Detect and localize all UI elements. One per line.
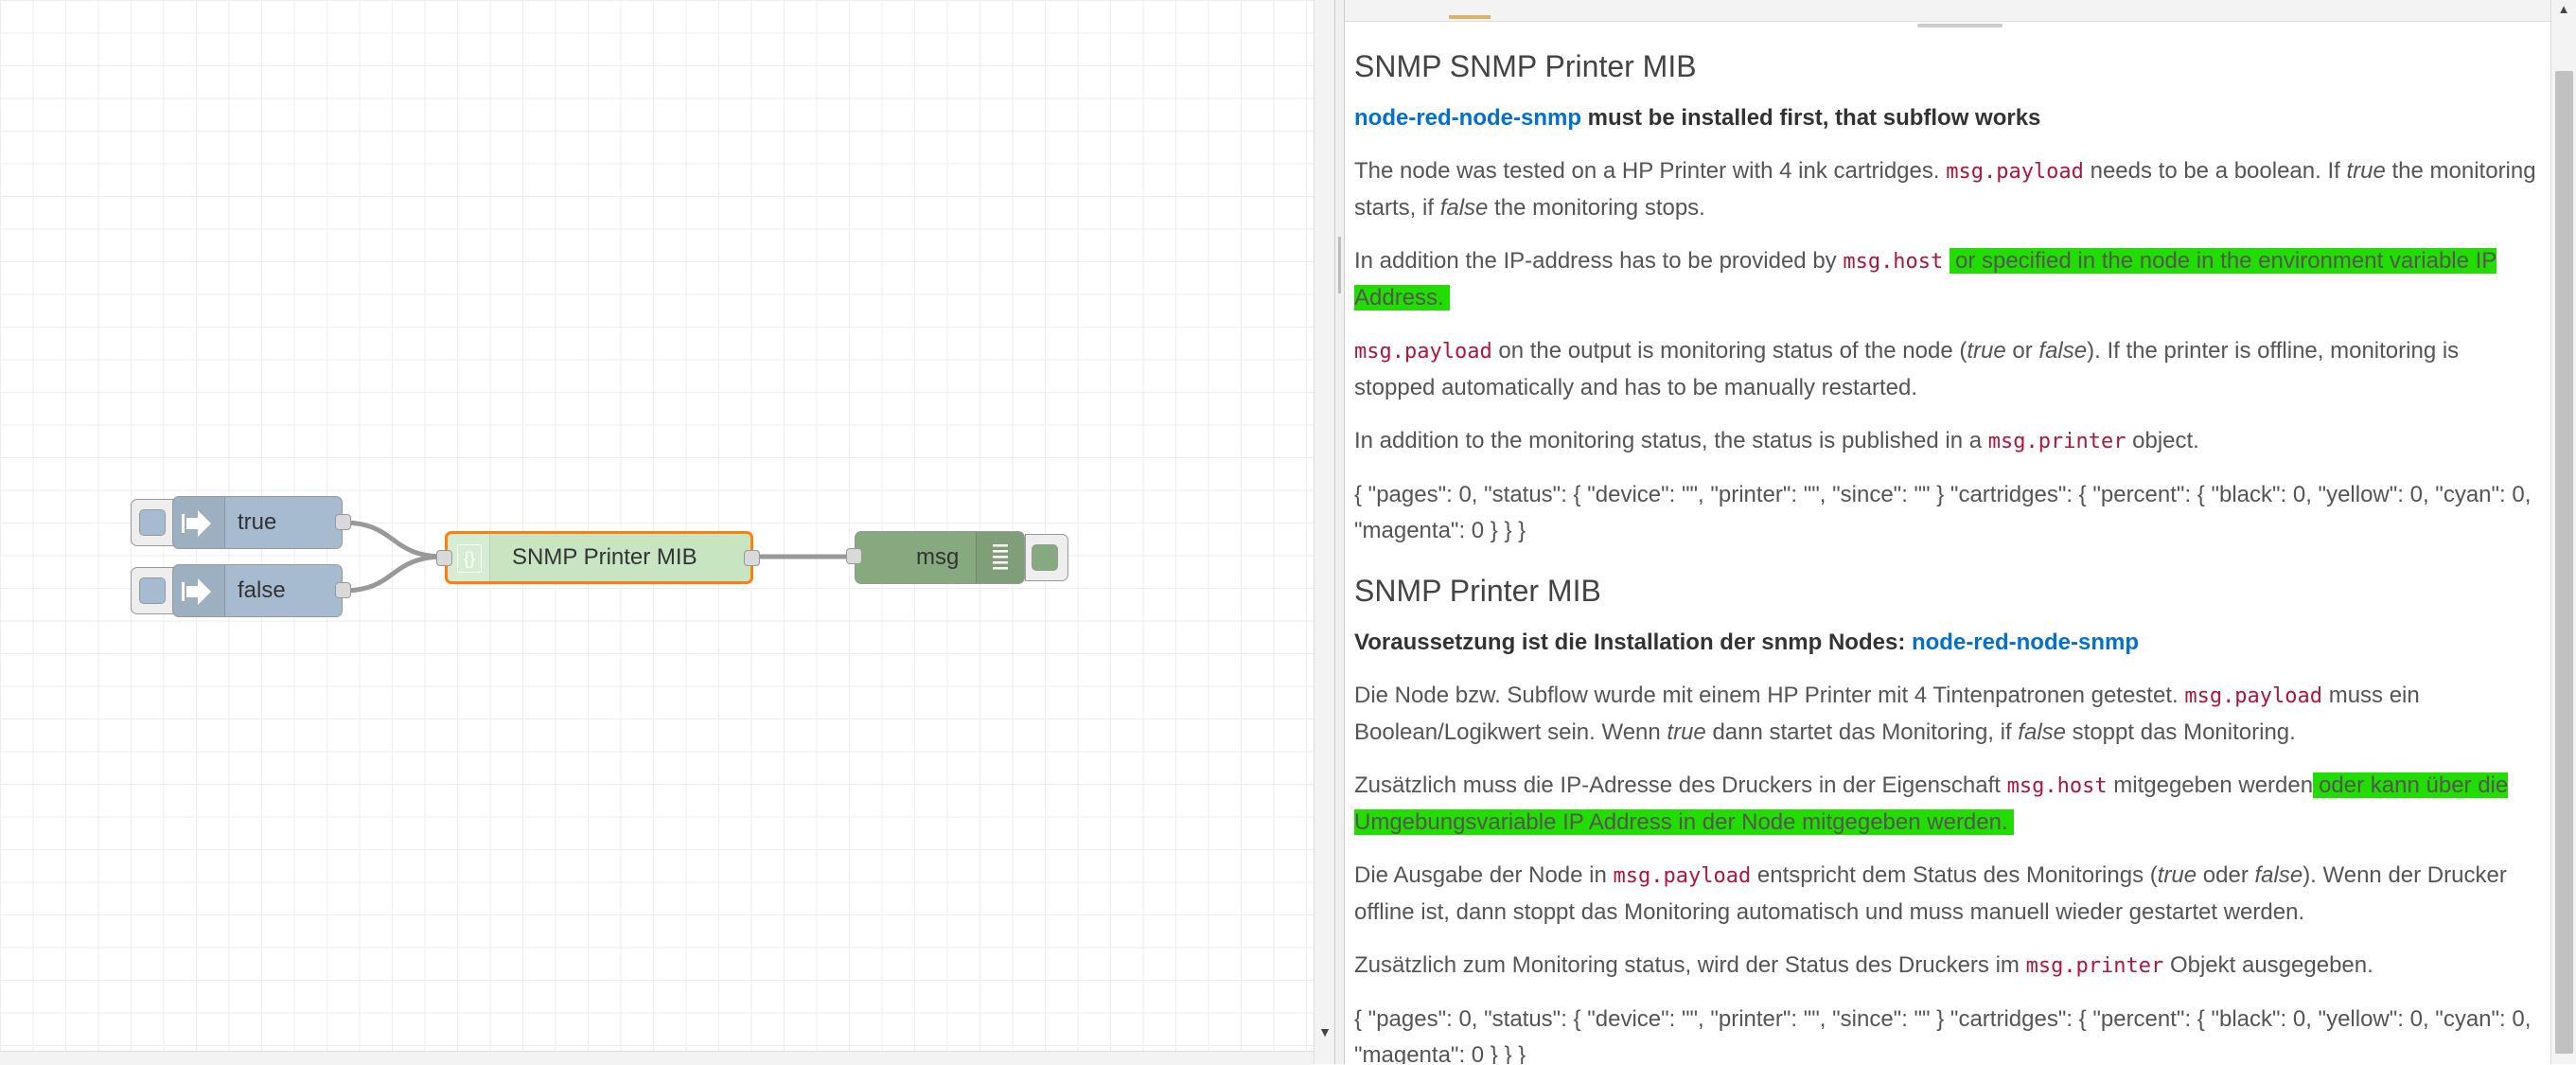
sidebar: SNMP SNMP Printer MIB node-red-node-snmp… [1344,0,2551,1064]
wires [342,520,855,594]
help-paragraph: The node was tested on a HP Printer with… [1354,158,2536,221]
help-title-en: SNMP SNMP Printer MIB [1354,49,1697,83]
sidebar-resize-grip[interactable] [1917,24,2003,27]
prereq-link-de[interactable]: node-red-node-snmp [1911,630,2139,655]
code: msg.host [2006,774,2108,798]
list-icon [976,532,1024,583]
inject-button-square[interactable] [139,509,166,536]
inject-button-square[interactable] [139,577,166,604]
inject-node-true[interactable]: true [172,496,351,549]
output-port[interactable] [335,514,351,530]
code: msg.payload [1613,864,1752,888]
workspace-horizontal-scrollbar[interactable] [0,1051,1314,1065]
output-port[interactable] [335,582,351,598]
help-title-de: SNMP Printer MIB [1354,574,1601,608]
arrow-in-icon [173,497,225,548]
arrow-in-icon [173,565,225,616]
help-json-example: { "pages": 0, "status": { "device": "", … [1354,482,2532,543]
splitter-grip[interactable] [1338,237,1341,293]
prereq-link-en[interactable]: node-red-node-snmp [1354,105,1581,131]
code: msg.host [1843,250,1944,274]
inject-node-false[interactable]: false [172,564,351,617]
input-port[interactable] [436,550,452,566]
help-paragraph: Zusätzlich muss die IP-Adresse des Druck… [1354,772,2509,835]
flow-workspace[interactable]: true false {} SNMP Printer MIB msg [0,0,1314,1055]
help-paragraph: msg.payload on the output is monitoring … [1354,338,2460,400]
debug-toggle-button[interactable] [1025,534,1068,581]
help-paragraph: In addition the IP-address has to be pro… [1354,248,2497,311]
inject-button-false[interactable] [131,567,174,614]
prereq-de: Voraussetzung ist die Installation der s… [1354,625,2541,661]
code: msg.printer [1987,430,2126,453]
code: msg.payload [1354,340,1492,364]
inject-false-label: false [238,577,286,603]
wire-false-to-snmp[interactable] [342,554,446,594]
debug-node-msg[interactable]: msg [846,531,1025,584]
debug-toggle-square[interactable] [1032,544,1058,571]
scroll-down-arrow-icon[interactable]: ▼ [1318,1024,1332,1039]
subflow-braces-icon: {} [448,534,490,581]
wire-true-to-snmp[interactable] [342,520,446,559]
prereq-text: Voraussetzung ist die Installation der s… [1354,630,1912,655]
prereq-text: must be installed first, that subflow wo… [1581,105,2041,131]
workspace-vertical-scrollbar[interactable]: ▼ [1314,0,1335,1064]
output-port[interactable] [744,550,760,566]
subflow-node-snmp-printer-mib[interactable]: {} SNMP Printer MIB [436,531,760,584]
scrollbar-thumb[interactable] [2555,71,2573,1054]
input-port[interactable] [846,548,862,564]
help-paragraph: In addition to the monitoring status, th… [1354,428,2199,453]
help-paragraph: Die Ausgabe der Node in msg.payload ents… [1354,862,2507,925]
help-paragraph: Zusätzlich zum Monitoring status, wird d… [1354,952,2373,978]
scroll-up-arrow-icon[interactable]: ▲ [2557,2,2570,16]
subflow-node-label: SNMP Printer MIB [512,544,697,570]
prereq-en: node-red-node-snmp must be installed fir… [1354,100,2541,136]
sidebar-vertical-scrollbar[interactable]: ▲ [2550,0,2576,1064]
debug-node-label: msg [916,544,960,570]
sidebar-tab-bar [1345,0,2551,22]
code: msg.printer [2025,954,2164,978]
inject-button-true[interactable] [131,499,174,546]
code: msg.payload [2184,684,2323,708]
help-json-example: { "pages": 0, "status": { "device": "", … [1354,1006,2532,1064]
help-content: SNMP SNMP Printer MIB node-red-node-snmp… [1354,42,2541,1064]
active-tab-marker[interactable] [1449,15,1491,19]
inject-true-label: true [238,509,277,535]
code: msg.payload [1946,160,2084,184]
help-paragraph: Die Node bzw. Subflow wurde mit einem HP… [1354,683,2420,745]
